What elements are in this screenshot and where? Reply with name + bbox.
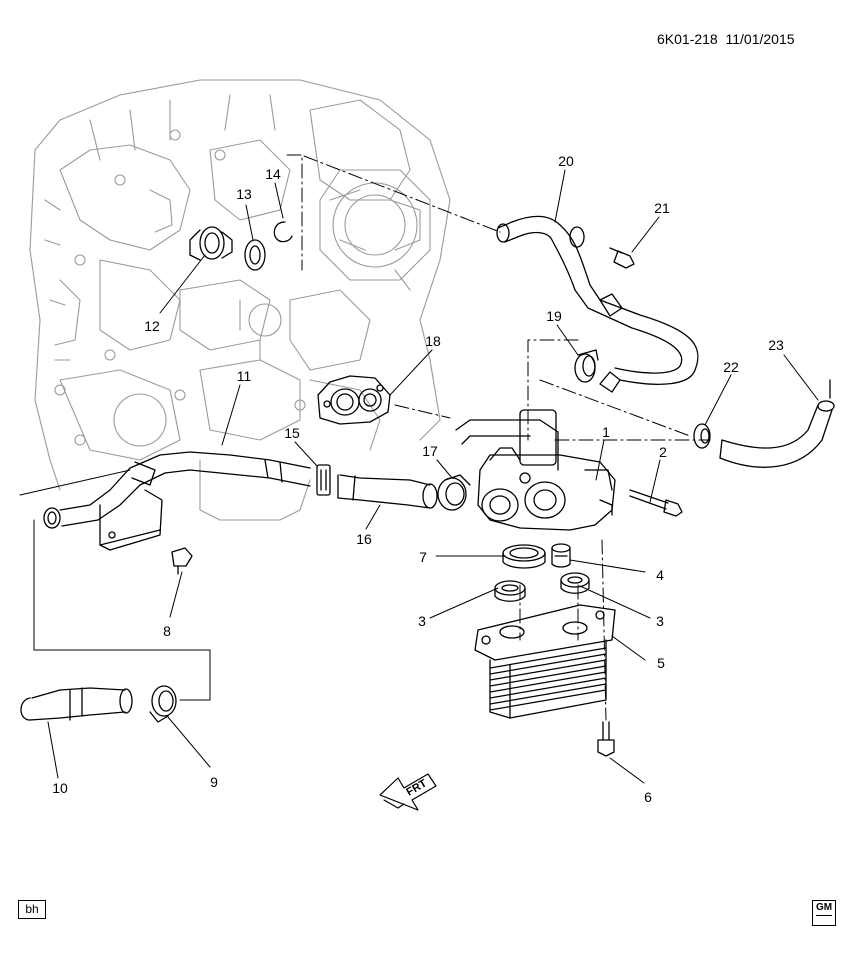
callout-3-right: 3 [656, 613, 664, 629]
seal-ring-13 [244, 239, 266, 271]
gm-logo: GM [812, 900, 836, 926]
gm-logo-underline [816, 915, 832, 924]
callout-4: 4 [656, 567, 664, 583]
oil-cooler-housing [455, 409, 616, 531]
seals-3 [494, 572, 590, 602]
illustrator-tag: bh [18, 900, 46, 919]
callout-10: 10 [52, 780, 68, 796]
oil-cooler-hose-16 [337, 474, 438, 509]
callout-12: 12 [144, 318, 160, 334]
callout-2: 2 [659, 444, 667, 460]
callout-9: 9 [210, 774, 218, 790]
cooler-bolt-6 [597, 721, 615, 757]
hose-clamp-19 [574, 349, 599, 383]
valve-4 [551, 543, 571, 568]
callout-6: 6 [644, 789, 652, 805]
gm-logo-text: GM [815, 902, 833, 913]
oil-cooler-core [474, 604, 616, 719]
bracket-bolt-8 [171, 547, 193, 575]
front-direction-arrow [379, 773, 437, 811]
upper-coolant-hose [496, 215, 699, 393]
coolant-pipe-11 [43, 451, 311, 551]
callout-3-left: 3 [418, 613, 426, 629]
diagram-reference: 6K01-218 11/01/2015 [657, 32, 795, 46]
callout-20: 20 [558, 153, 574, 169]
gasket-18 [317, 375, 391, 425]
hose-clamp-9 [149, 685, 177, 723]
callout-7: 7 [419, 549, 427, 565]
callout-22: 22 [723, 359, 739, 375]
callout-14: 14 [265, 166, 281, 182]
callout-19: 19 [546, 308, 562, 324]
clip-15 [316, 464, 331, 496]
diagram-date: 11/01/2015 [725, 31, 795, 47]
hose-routing-lines [19, 469, 211, 701]
callout-leaders [47, 169, 819, 784]
seal-7 [502, 544, 546, 569]
engine-block [29, 79, 451, 521]
callout-5: 5 [657, 655, 665, 671]
callout-23: 23 [768, 337, 784, 353]
hose-clamp-17 [437, 474, 471, 511]
callout-1: 1 [602, 424, 610, 440]
engine-fitting-12 [189, 226, 233, 261]
callout-17: 17 [422, 443, 438, 459]
callout-8: 8 [163, 623, 171, 639]
diagram-ref-number: 6K01-218 [657, 31, 718, 47]
hose-bolt-21 [609, 247, 635, 269]
retaining-clip-14 [273, 221, 293, 243]
callout-15: 15 [284, 425, 300, 441]
callout-16: 16 [356, 531, 372, 547]
outlet-hose [693, 379, 835, 468]
lower-hose-10 [20, 687, 133, 721]
housing-bolt-2 [629, 489, 683, 517]
callout-21: 21 [654, 200, 670, 216]
callout-11: 11 [236, 368, 252, 384]
callout-18: 18 [425, 333, 441, 349]
callout-13: 13 [236, 186, 252, 202]
